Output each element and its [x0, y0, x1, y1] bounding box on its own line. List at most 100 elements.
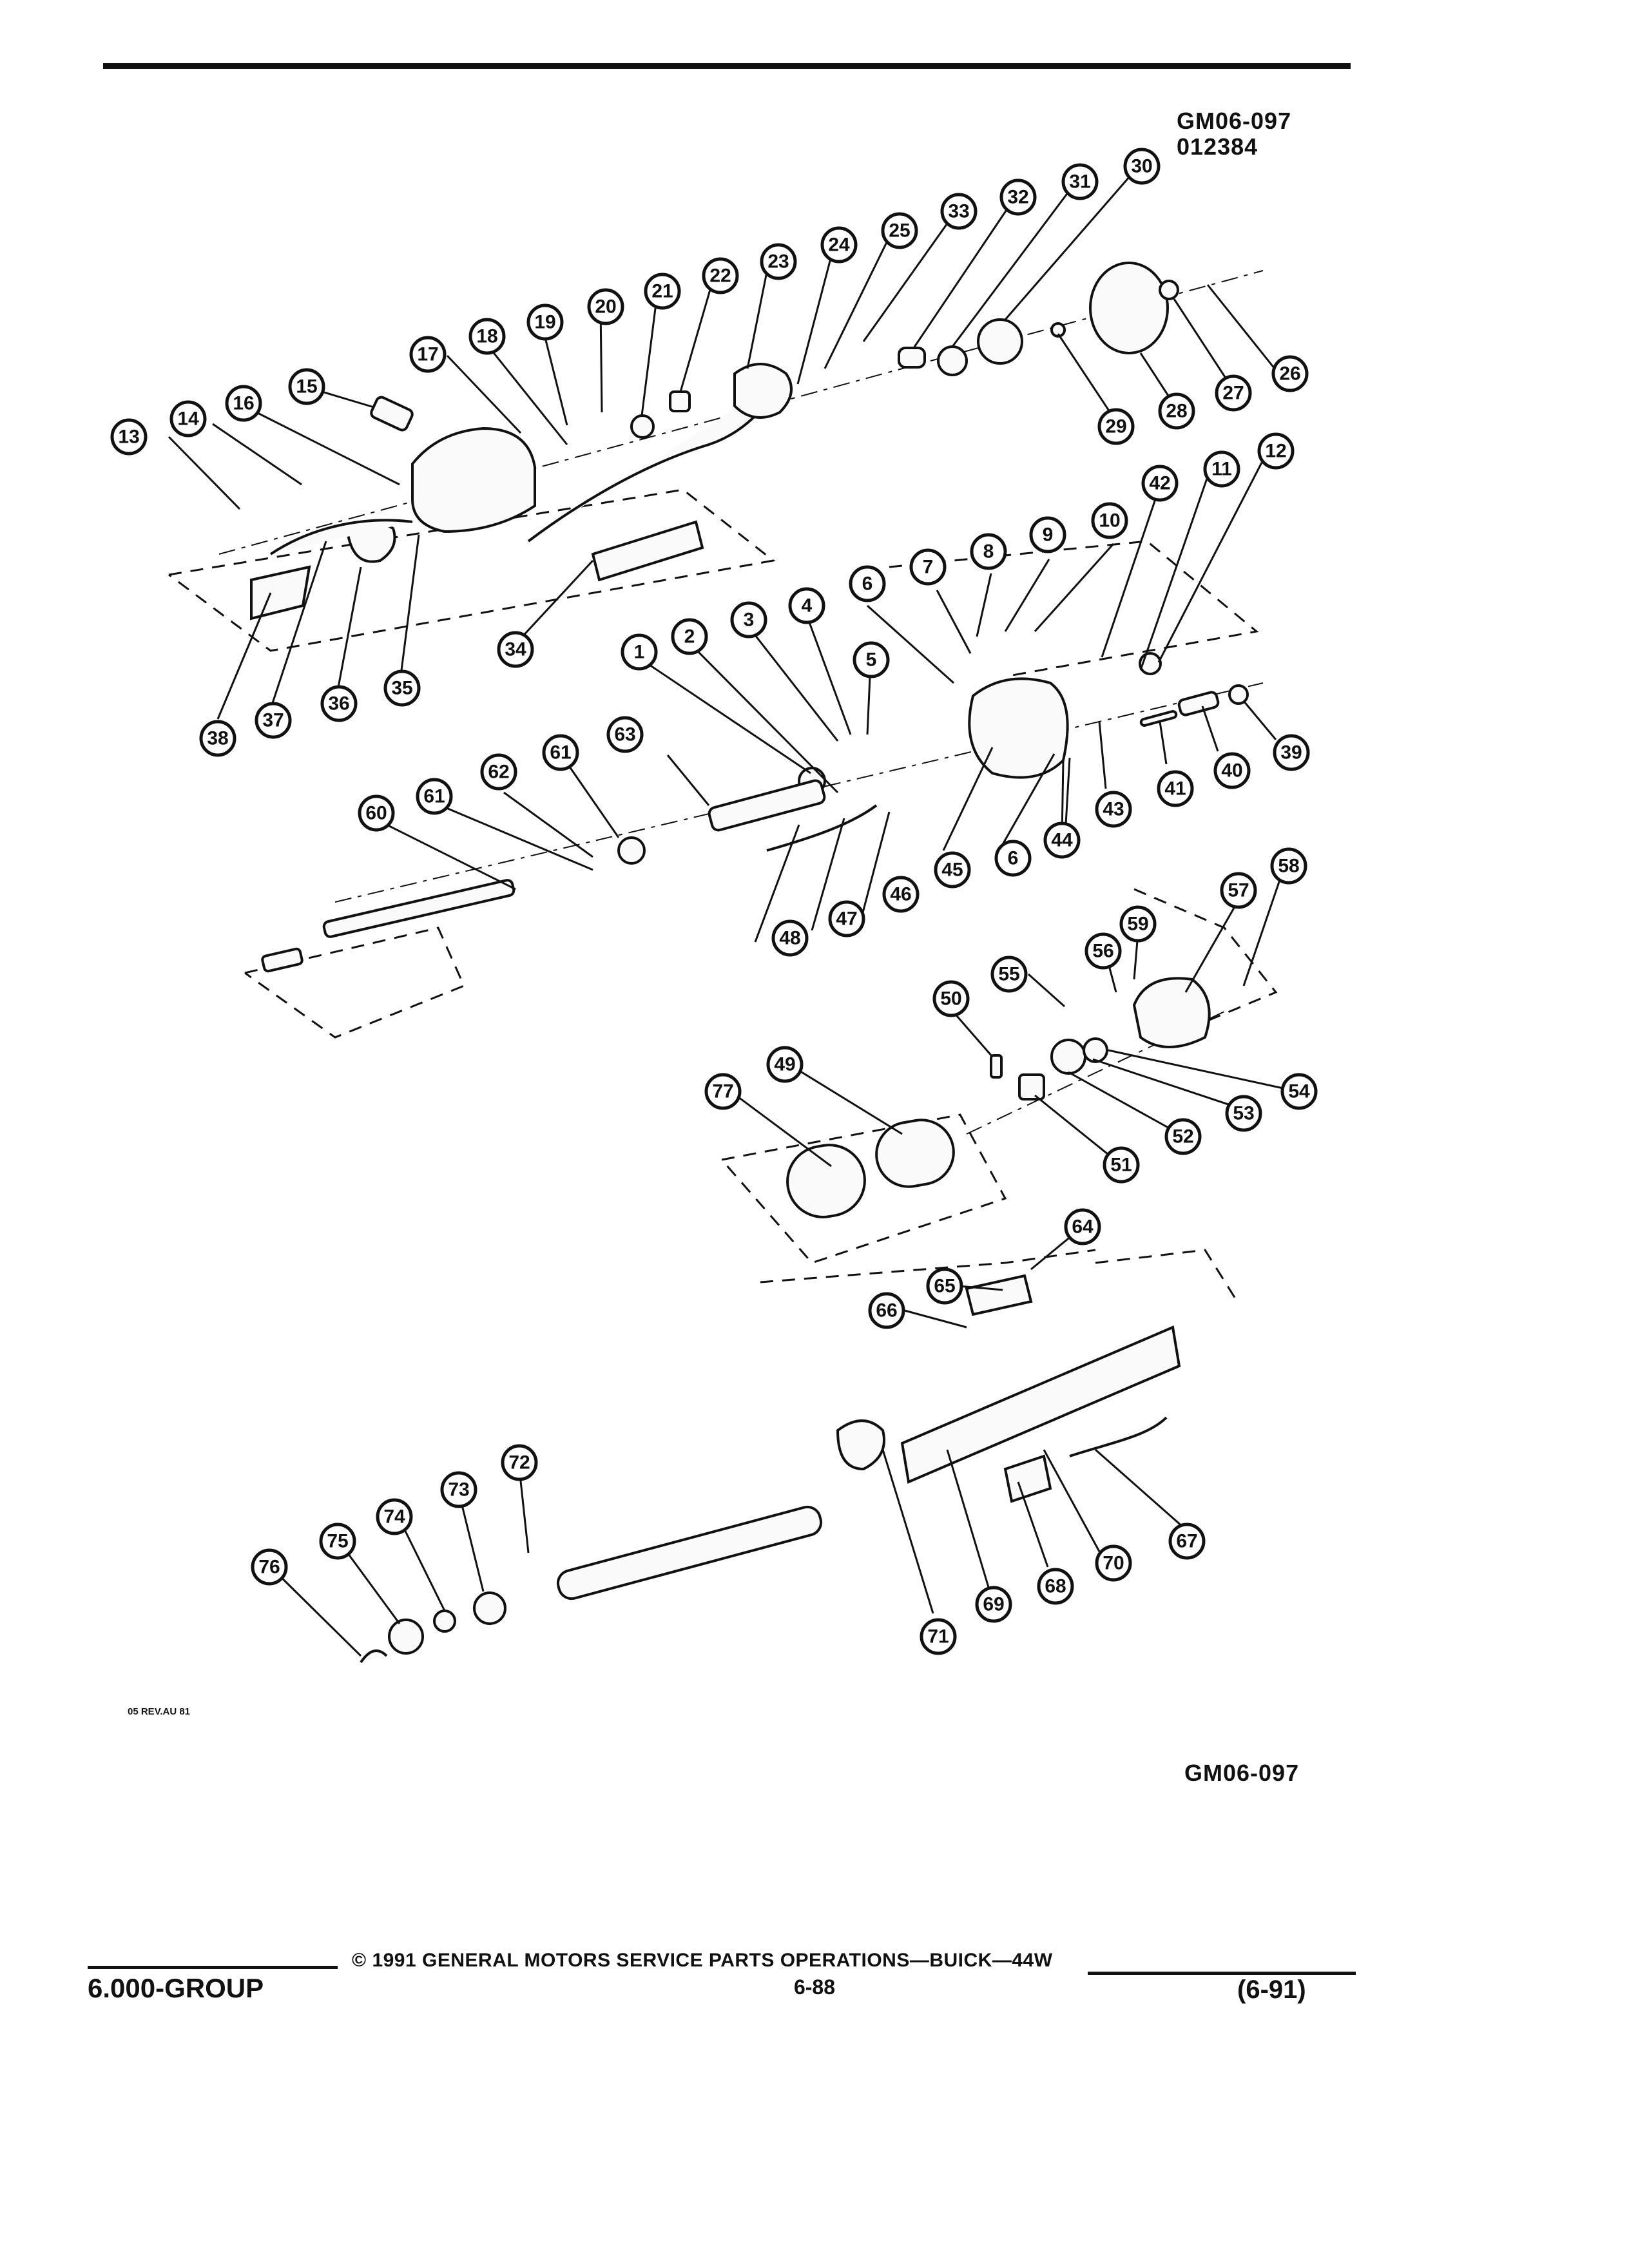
- svg-text:17: 17: [417, 344, 438, 365]
- lower-shaft-part: [322, 879, 516, 938]
- svg-text:19: 19: [534, 312, 555, 333]
- housing-cover-part: [411, 427, 536, 533]
- motor-cap-part: [875, 1119, 955, 1188]
- lower-bearing-part: [473, 1591, 506, 1625]
- bearing-part: [630, 414, 655, 439]
- cam-part: [898, 347, 926, 369]
- svg-text:35: 35: [391, 678, 412, 699]
- centering-sphere-part: [617, 836, 646, 865]
- svg-text:61: 61: [550, 742, 571, 764]
- svg-text:50: 50: [940, 988, 961, 1010]
- svg-text:7: 7: [923, 557, 934, 578]
- callout-32: 32: [999, 178, 1037, 216]
- callout-35: 35: [383, 669, 421, 707]
- cover-plate-part: [1050, 1039, 1086, 1075]
- svg-text:4: 4: [802, 595, 813, 617]
- bushing-part: [669, 390, 691, 412]
- svg-text:66: 66: [876, 1300, 897, 1321]
- housing-support-part: [1132, 977, 1211, 1048]
- group-outlines: [168, 488, 1278, 1302]
- svg-text:54: 54: [1288, 1081, 1310, 1102]
- callout-2: 2: [671, 618, 708, 655]
- callout-77: 77: [704, 1073, 742, 1110]
- callout-30: 30: [1123, 148, 1161, 185]
- svg-text:27: 27: [1222, 383, 1244, 404]
- callout-5: 5: [853, 641, 890, 678]
- sleeve-part: [433, 1610, 456, 1633]
- svg-text:14: 14: [177, 408, 199, 430]
- callout-38: 38: [199, 720, 236, 757]
- retainer-part: [1228, 684, 1249, 705]
- callout-72: 72: [501, 1444, 538, 1481]
- svg-text:16: 16: [233, 393, 254, 414]
- svg-text:6: 6: [862, 573, 873, 595]
- callout-62: 62: [480, 753, 517, 791]
- svg-text:18: 18: [476, 326, 497, 347]
- callout-47: 47: [828, 900, 865, 937]
- callout-13: 13: [110, 418, 148, 456]
- callout-52: 52: [1164, 1118, 1202, 1155]
- actuator-spring-part: [990, 1054, 1003, 1079]
- callout-42: 42: [1141, 465, 1179, 502]
- callout-4: 4: [788, 587, 825, 624]
- svg-text:69: 69: [983, 1594, 1004, 1615]
- callout-51: 51: [1103, 1146, 1140, 1184]
- svg-text:65: 65: [934, 1276, 955, 1297]
- callout-16: 16: [225, 385, 262, 422]
- svg-text:76: 76: [258, 1557, 280, 1578]
- callout-11: 11: [1203, 450, 1240, 488]
- svg-text:33: 33: [948, 201, 969, 222]
- svg-text:43: 43: [1103, 799, 1124, 820]
- callout-61a: 61: [416, 778, 453, 815]
- nut-part: [1159, 280, 1179, 300]
- svg-text:56: 56: [1092, 941, 1113, 962]
- callout-57: 57: [1220, 872, 1257, 909]
- svg-text:3: 3: [744, 610, 755, 631]
- callout-20: 20: [587, 288, 624, 325]
- callout-56: 56: [1084, 932, 1122, 970]
- mounting-bracket-part: [965, 1274, 1033, 1316]
- footer-copyright: © 1991 GENERAL MOTORS SERVICE PARTS OPER…: [352, 1950, 1053, 1971]
- svg-text:75: 75: [327, 1531, 348, 1552]
- callout-75: 75: [319, 1523, 356, 1560]
- key-lock-part: [370, 396, 414, 432]
- svg-text:61: 61: [423, 786, 445, 807]
- svg-text:25: 25: [889, 220, 910, 242]
- callout-24: 24: [820, 226, 858, 264]
- svg-text:48: 48: [779, 928, 800, 949]
- side-bracket-part: [250, 565, 311, 620]
- svg-text:60: 60: [365, 803, 387, 824]
- jacket-part: [900, 1325, 1181, 1484]
- motor-housing-part: [786, 1144, 866, 1218]
- callout-49: 49: [766, 1046, 804, 1083]
- svg-text:72: 72: [508, 1452, 530, 1474]
- seal-ring-part: [1083, 1037, 1108, 1063]
- callout-10: 10: [1091, 502, 1128, 539]
- callout-45: 45: [934, 851, 971, 889]
- lock-plate-part: [937, 345, 968, 376]
- footer-rule-left: [88, 1966, 338, 1969]
- callout-74: 74: [376, 1498, 413, 1535]
- svg-text:77: 77: [712, 1081, 733, 1102]
- lower-column-tube-part: [556, 1505, 823, 1600]
- callout-58: 58: [1270, 847, 1307, 885]
- callout-31: 31: [1061, 163, 1099, 200]
- parts: [250, 262, 1249, 1664]
- callout-68: 68: [1037, 1568, 1074, 1605]
- callout-26: 26: [1271, 355, 1309, 392]
- callout-39: 39: [1273, 734, 1310, 771]
- callout-28: 28: [1158, 392, 1195, 430]
- shaft-end-part: [261, 947, 304, 973]
- callout-76: 76: [251, 1548, 288, 1586]
- diagram-code: GM06-097: [1177, 108, 1292, 134]
- svg-text:57: 57: [1228, 880, 1249, 901]
- footer-group: 6.000-GROUP: [88, 1973, 264, 2003]
- svg-text:74: 74: [383, 1506, 405, 1528]
- svg-text:24: 24: [828, 235, 850, 256]
- callout-15: 15: [288, 368, 325, 405]
- callout-64: 64: [1064, 1208, 1101, 1245]
- lower-bracket-part: [591, 520, 704, 582]
- svg-text:68: 68: [1045, 1576, 1066, 1597]
- callout-33: 33: [940, 193, 978, 230]
- svg-text:52: 52: [1172, 1126, 1193, 1148]
